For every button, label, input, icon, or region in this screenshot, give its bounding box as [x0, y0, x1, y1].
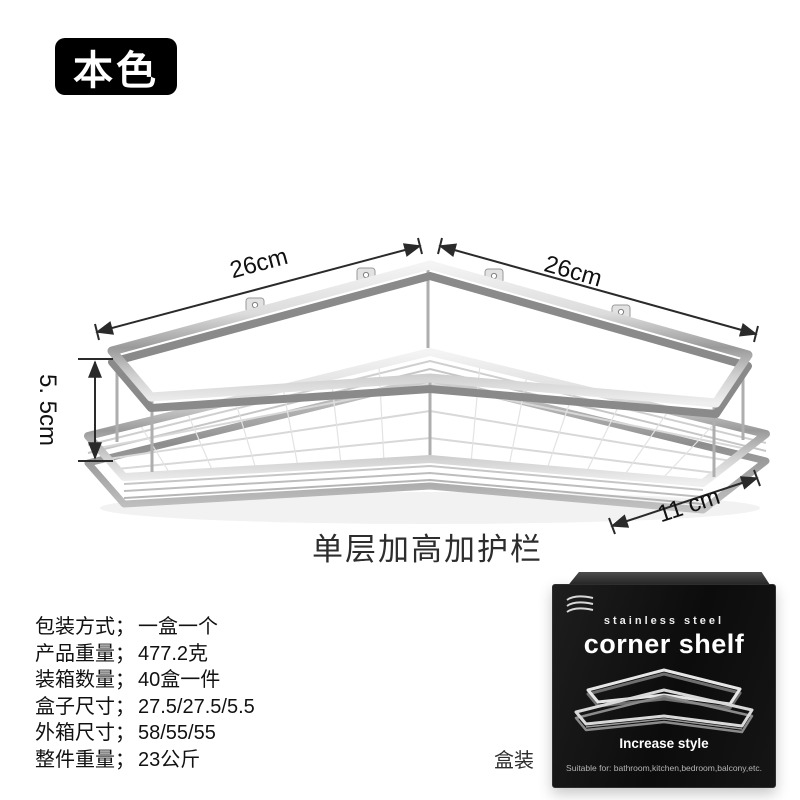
dimension-end-ticks	[78, 237, 761, 535]
spec-value: 58/55/55	[138, 722, 216, 744]
spec-row: 产品重量；477.2克	[35, 641, 255, 668]
spec-label: 产品重量；	[35, 642, 135, 665]
dim-line-left-arm	[95, 243, 422, 335]
spec-label: 装箱数量；	[35, 669, 135, 691]
box-title: corner shelf	[583, 629, 745, 659]
dimension-lines	[78, 237, 761, 535]
box-style-label: Increase style	[619, 736, 709, 751]
spec-value: 一盒一个	[138, 616, 218, 638]
box-subtitle: stainless steel	[603, 615, 725, 627]
product-caption: 单层加高加护栏	[312, 532, 543, 567]
spec-label: 包装方式；	[35, 616, 135, 638]
box-front-face: stainless steel corner shelf Increase st…	[552, 584, 776, 788]
spec-row: 包装方式；一盒一个	[35, 614, 255, 641]
dim-line-depth	[610, 476, 759, 528]
spec-label: 盒子尺寸；	[35, 695, 135, 718]
spec-row: 外箱尺寸；58/55/55	[35, 720, 255, 747]
spec-value: 477.2克	[138, 642, 209, 665]
color-option-label: 本色	[73, 48, 159, 93]
brand-logo-icon	[566, 595, 594, 613]
box-suitable-text: Suitable for: bathroom,kitchen,bedroom,b…	[566, 763, 762, 773]
shelf-top-frame	[107, 260, 753, 418]
spec-label: 外箱尺寸；	[35, 722, 135, 744]
spec-row: 整件重量；23公斤	[35, 747, 255, 774]
color-option-badge: 本色	[55, 38, 177, 95]
dim-line-right-arm	[438, 243, 758, 337]
spec-value: 23公斤	[138, 748, 201, 771]
product-box: stainless steel corner shelf Increase st…	[552, 572, 776, 788]
spec-row: 装箱数量；40盒一件	[35, 667, 255, 694]
dim-label-height: 5. 5cm	[34, 373, 61, 447]
box-top-face	[568, 572, 770, 585]
box-shelf-image	[574, 668, 754, 734]
spec-value: 40盒一件	[138, 669, 221, 691]
spec-value: 27.5/27.5/5.5	[138, 695, 255, 718]
spec-row: 盒子尺寸；27.5/27.5/5.5	[35, 694, 255, 721]
spec-list: 包装方式；一盒一个 产品重量；477.2克 装箱数量；40盒一件 盒子尺寸；27…	[35, 614, 255, 773]
package-type-label: 盒装	[494, 750, 534, 772]
spec-label: 整件重量；	[35, 748, 135, 771]
